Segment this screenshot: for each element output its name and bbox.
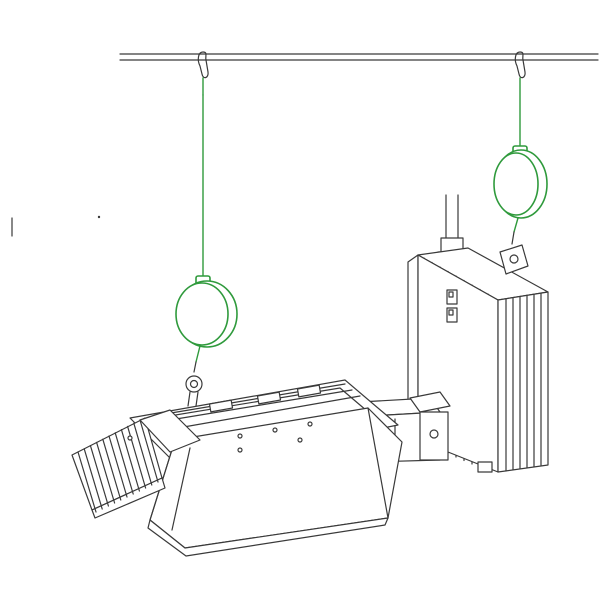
heatsink-fin — [114, 432, 134, 495]
heatsink-fin — [120, 429, 140, 492]
heatsink-fin — [89, 445, 110, 507]
right-hanger — [493, 51, 548, 245]
left-hanger-reel — [175, 280, 238, 348]
ceiling-rail — [119, 53, 599, 61]
left-hanger — [175, 51, 238, 407]
heatsink-fin — [108, 435, 128, 498]
heatsink-fin — [133, 422, 153, 486]
heatsink-fin — [102, 438, 122, 501]
heatsink-fin — [83, 448, 103, 510]
heatsink-fin — [77, 451, 97, 513]
ballast-front-fins — [505, 292, 542, 472]
right-hanger-reel — [493, 149, 548, 219]
heatsink-fin — [139, 419, 159, 483]
heatsink-fin — [95, 441, 116, 504]
reflector-fixture — [71, 379, 403, 557]
